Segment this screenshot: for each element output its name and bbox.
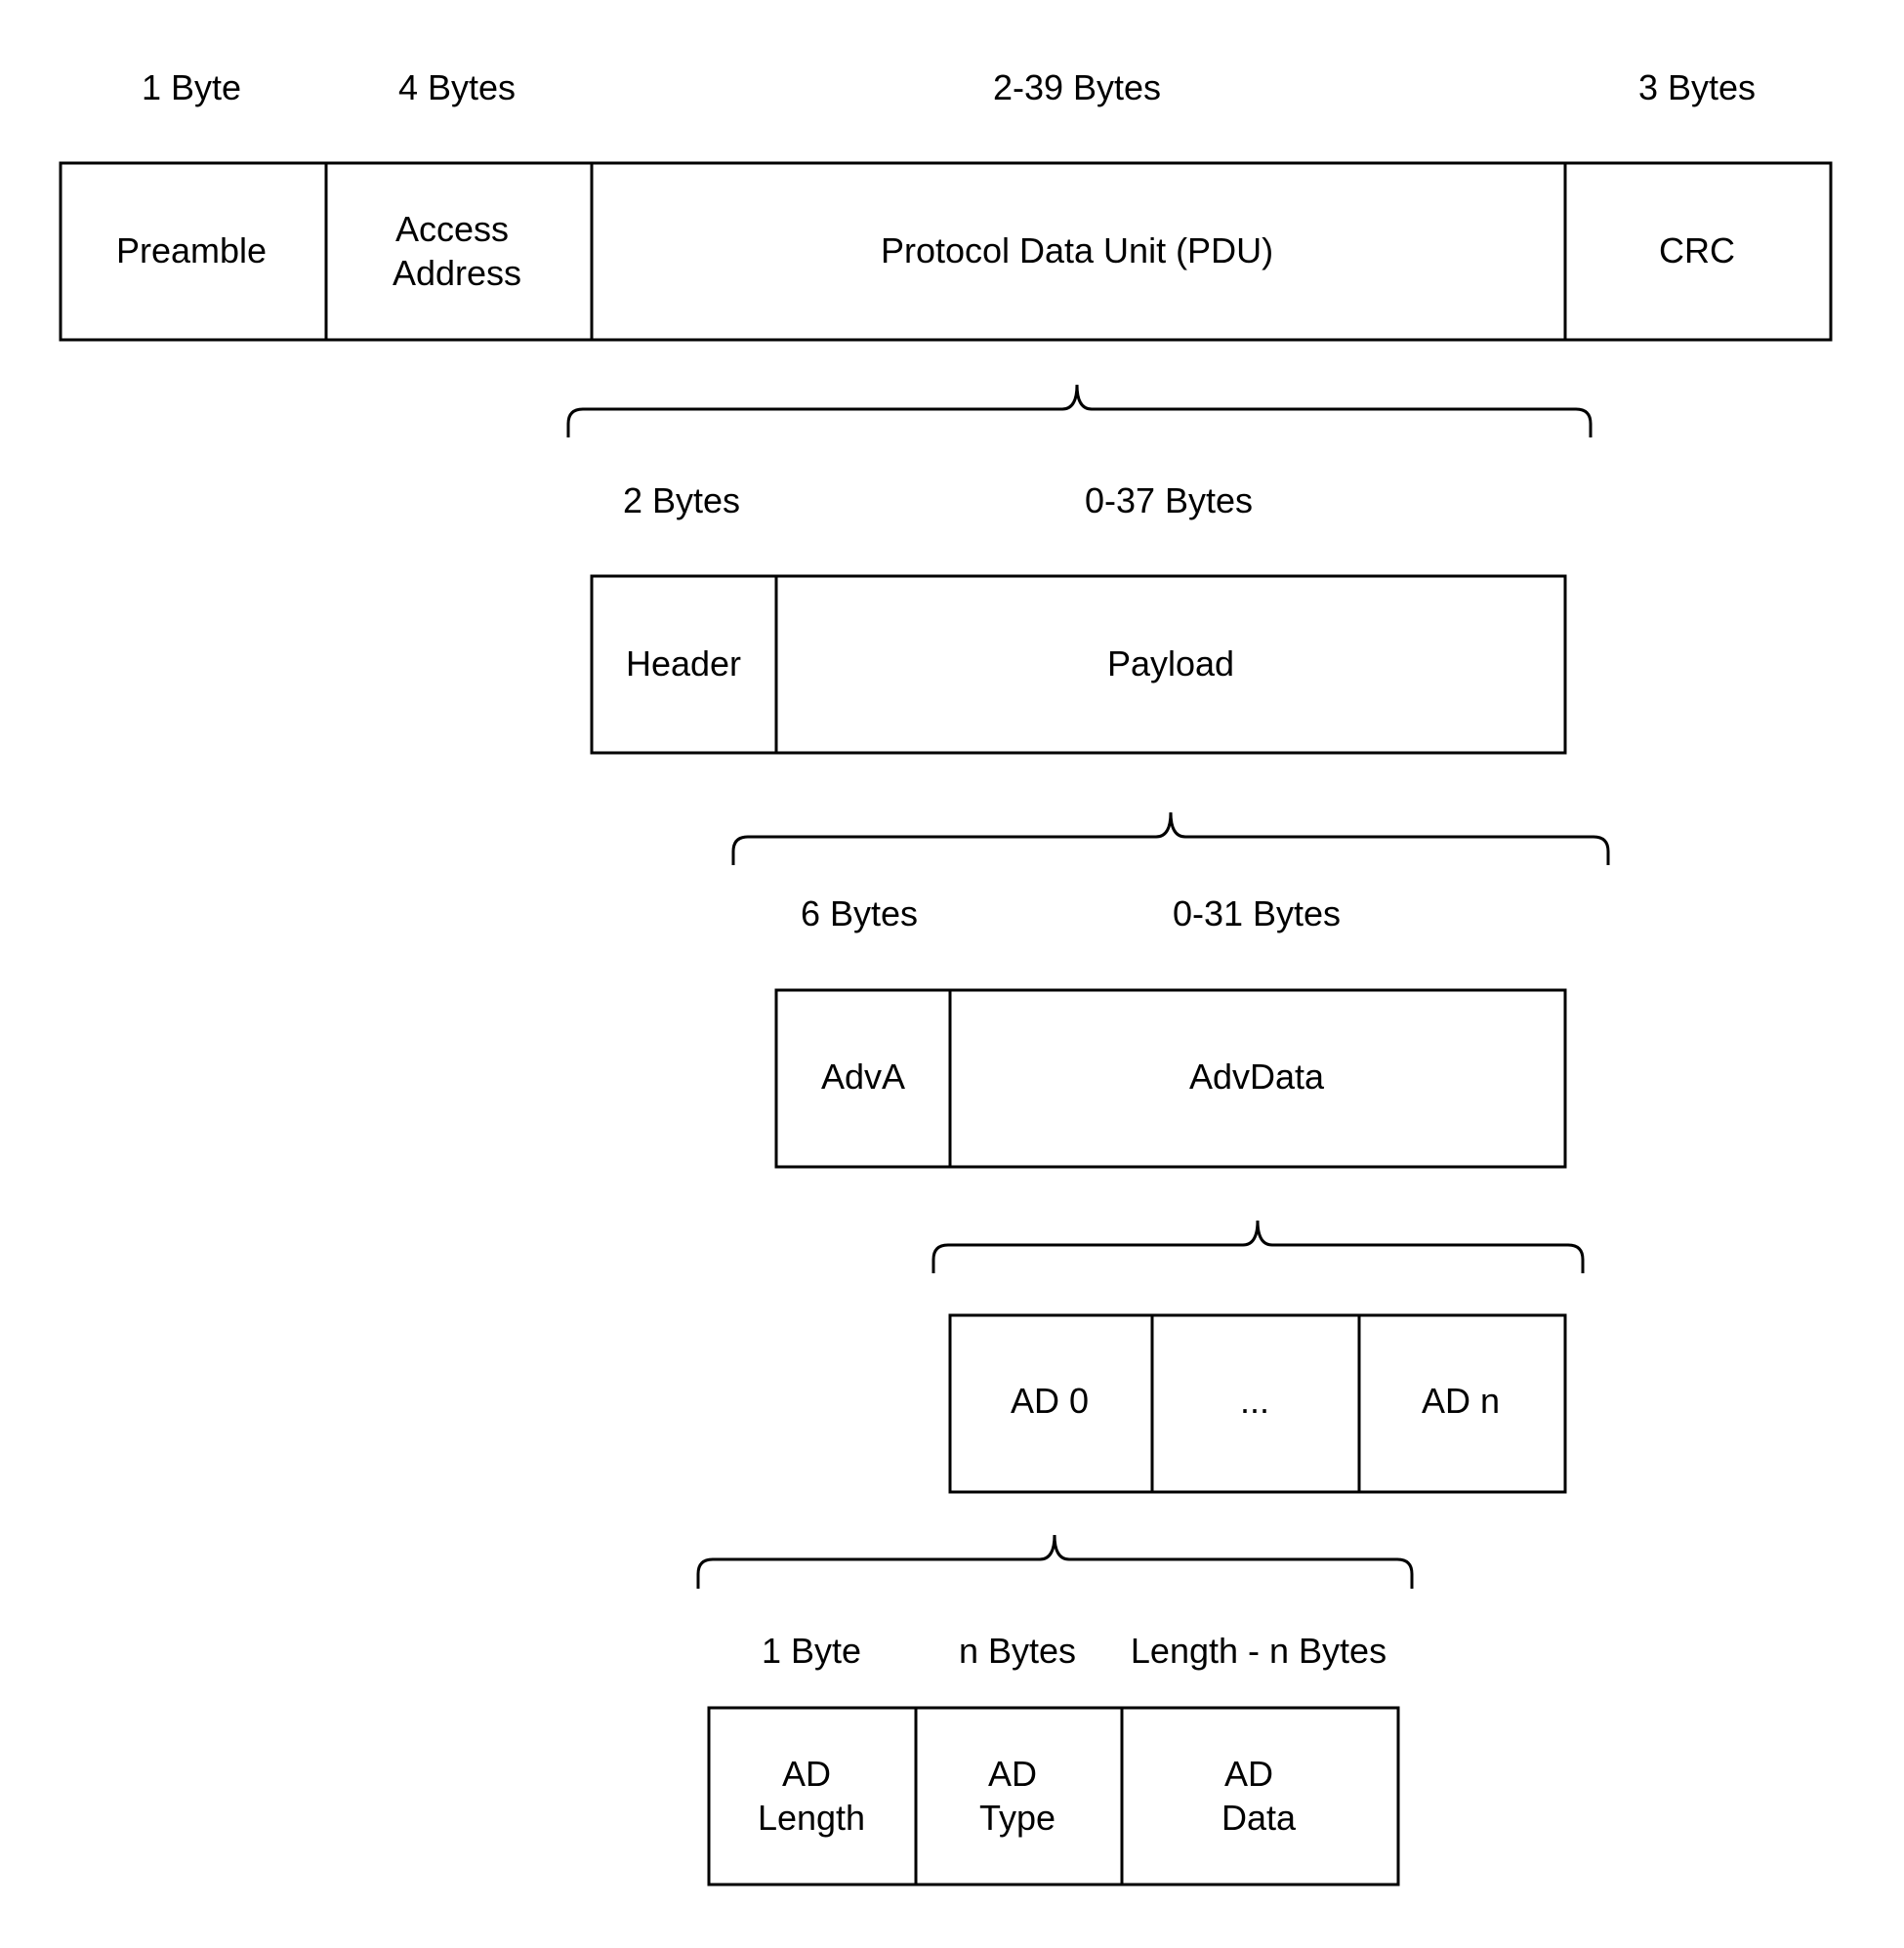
pdu-row: 2 Bytes 0-37 Bytes Header Payload [590,480,1567,755]
ad-length-field: AD Length [758,1754,865,1838]
packet-bar [59,161,1833,342]
packet-bar-outline [59,161,1833,342]
ad-length-line-1: AD [782,1754,831,1794]
advdata-field: AdvData [1189,1057,1325,1097]
payload-field: Payload [1107,643,1234,684]
ad-data-line-2: Data [1221,1798,1297,1838]
ad-type-field: AD Type [979,1754,1055,1838]
advdata-bar [948,1313,1567,1494]
pdu-bar-outline [590,574,1567,755]
ad-structure-bar [707,1706,1400,1886]
ad-data-line-1: AD [1224,1754,1273,1794]
ad-length-size-label: 1 Byte [762,1631,861,1671]
access-address-field: Access Address [393,209,521,293]
payload-bar [774,988,1567,1169]
pdu-field: Protocol Data Unit (PDU) [881,230,1273,270]
payload-row: 6 Bytes 0-31 Bytes AdvA AdvData [774,893,1567,1169]
ad-structure-expansion-brace [696,1534,1414,1589]
access-address-line-2: Address [393,253,521,293]
ad-type-size-label: n Bytes [959,1631,1076,1671]
advdata-row: AD 0 ... AD n [948,1313,1567,1494]
advdata-bar-outline [948,1313,1567,1494]
crc-field: CRC [1659,230,1735,270]
header-field: Header [626,643,741,684]
preamble-field: Preamble [116,230,267,270]
header-size-label: 2 Bytes [623,480,740,520]
ad-structure-row: 1 Byte n Bytes Length - n Bytes AD Lengt… [707,1631,1400,1886]
advdata-expansion-brace [931,1220,1585,1273]
preamble-size-label: 1 Byte [142,67,241,107]
ad-type-line-1: AD [988,1754,1037,1794]
pdu-bar [590,574,1567,755]
advdata-size-label: 0-31 Bytes [1173,893,1341,933]
ad-ellipsis-field: ... [1240,1381,1269,1421]
packet-row: 1 Byte 4 Bytes 2-39 Bytes 3 Bytes Preamb… [59,67,1833,342]
ad-data-field: AD Data [1221,1754,1297,1838]
ad-structure-bar-outline [707,1706,1400,1886]
payload-bar-outline [774,988,1567,1169]
ad-data-size-label: Length - n Bytes [1131,1631,1387,1671]
ad-0-field: AD 0 [1011,1381,1089,1421]
ad-n-field: AD n [1422,1381,1500,1421]
payload-expansion-brace [731,811,1610,865]
pdu-size-label: 2-39 Bytes [993,67,1161,107]
pdu-expansion-brace [566,384,1593,437]
adva-size-label: 6 Bytes [801,893,918,933]
crc-size-label: 3 Bytes [1638,67,1756,107]
access-address-line-1: Access [395,209,509,249]
ad-length-line-2: Length [758,1798,865,1838]
payload-size-label: 0-37 Bytes [1085,480,1253,520]
ad-type-line-2: Type [979,1798,1055,1838]
access-address-size-label: 4 Bytes [398,67,516,107]
adva-field: AdvA [821,1057,905,1097]
